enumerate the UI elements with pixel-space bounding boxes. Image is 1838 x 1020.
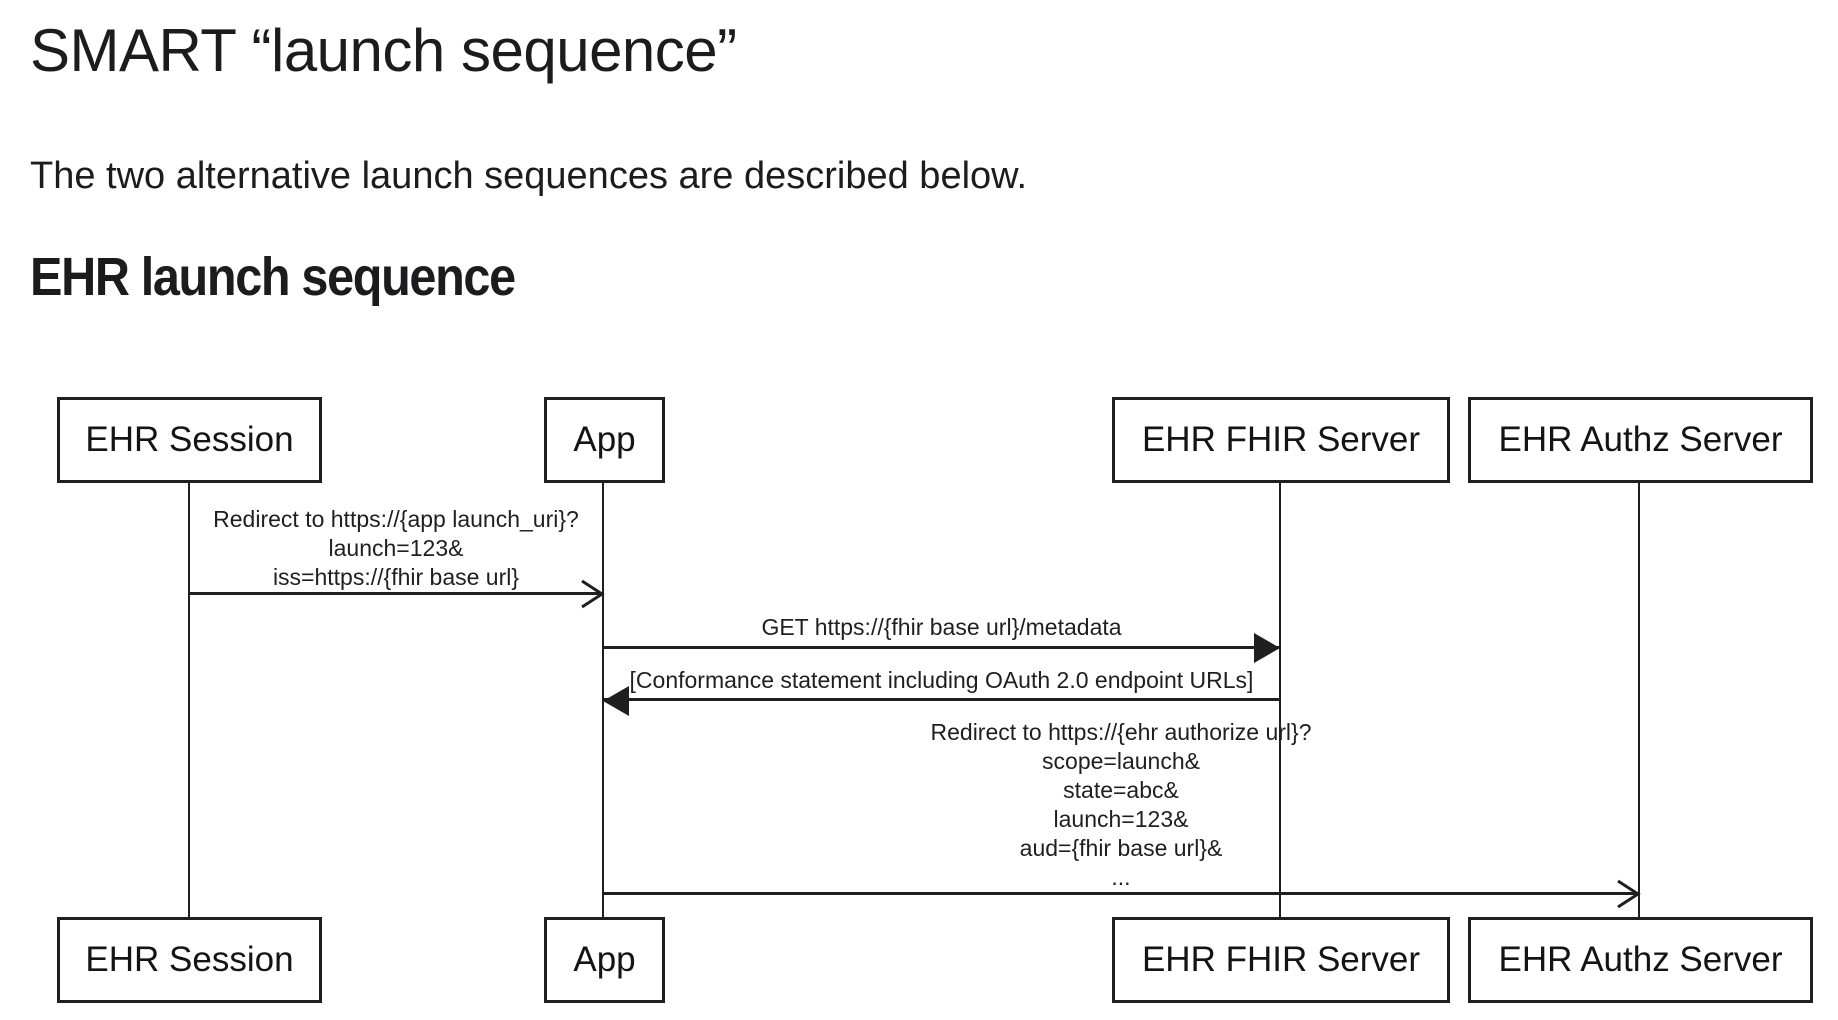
participant-box-top-app: App bbox=[544, 397, 665, 483]
message-3-arrow-line bbox=[603, 698, 1280, 701]
intro-text: The two alternative launch sequences are… bbox=[30, 155, 1028, 197]
participant-box-top-ehr-authz-server: EHR Authz Server bbox=[1468, 397, 1813, 483]
message-line-text: launch=123& bbox=[1053, 806, 1189, 832]
participant-box-top-ehr-fhir-server: EHR FHIR Server bbox=[1112, 397, 1450, 483]
section-heading: EHR launch sequence bbox=[30, 247, 516, 307]
message-line-text: launch=123& bbox=[328, 535, 464, 561]
page-title: SMART “launch sequence” bbox=[30, 17, 737, 84]
message-line-text: [Conformance statement including OAuth 2… bbox=[629, 667, 1254, 693]
message-4-text: Redirect to https://{ehr authorize url}?… bbox=[603, 718, 1639, 892]
message-line-text: Redirect to https://{ehr authorize url}? bbox=[930, 719, 1312, 745]
message-line-text: aud={fhir base url}& bbox=[1019, 835, 1223, 861]
participant-box-top-ehr-session: EHR Session bbox=[57, 397, 322, 483]
message-2-text: GET https://{fhir base url}/metadata bbox=[603, 613, 1280, 642]
message-3-filled-arrowhead-icon bbox=[603, 686, 629, 716]
message-line-text: Redirect to https://{app launch_uri}? bbox=[213, 506, 579, 532]
participant-box-bottom-ehr-session: EHR Session bbox=[57, 917, 322, 1003]
message-line-text: scope=launch& bbox=[1042, 748, 1200, 774]
lifeline-ehr-fhir-server bbox=[1279, 483, 1281, 917]
message-4-open-arrowhead-icon bbox=[1617, 879, 1641, 909]
message-line-text: GET https://{fhir base url}/metadata bbox=[761, 614, 1122, 640]
message-4-arrow-line bbox=[603, 892, 1639, 895]
message-line-text: state=abc& bbox=[1063, 777, 1179, 803]
participant-box-bottom-ehr-authz-server: EHR Authz Server bbox=[1468, 917, 1813, 1003]
message-2-filled-arrowhead-icon bbox=[1254, 633, 1280, 663]
message-line-text: ... bbox=[1111, 864, 1131, 890]
message-1-open-arrowhead-icon bbox=[581, 579, 605, 609]
participant-box-bottom-app: App bbox=[544, 917, 665, 1003]
lifeline-ehr-session bbox=[188, 483, 190, 917]
message-2-arrow-line bbox=[603, 646, 1280, 649]
message-1-text: Redirect to https://{app launch_uri}? la… bbox=[189, 505, 603, 592]
message-3-text: [Conformance statement including OAuth 2… bbox=[603, 666, 1280, 695]
message-line-text: iss=https://{fhir base url} bbox=[272, 564, 520, 590]
participant-box-bottom-ehr-fhir-server: EHR FHIR Server bbox=[1112, 917, 1450, 1003]
message-1-arrow-line bbox=[189, 592, 603, 595]
lifeline-ehr-authz-server bbox=[1638, 483, 1640, 917]
